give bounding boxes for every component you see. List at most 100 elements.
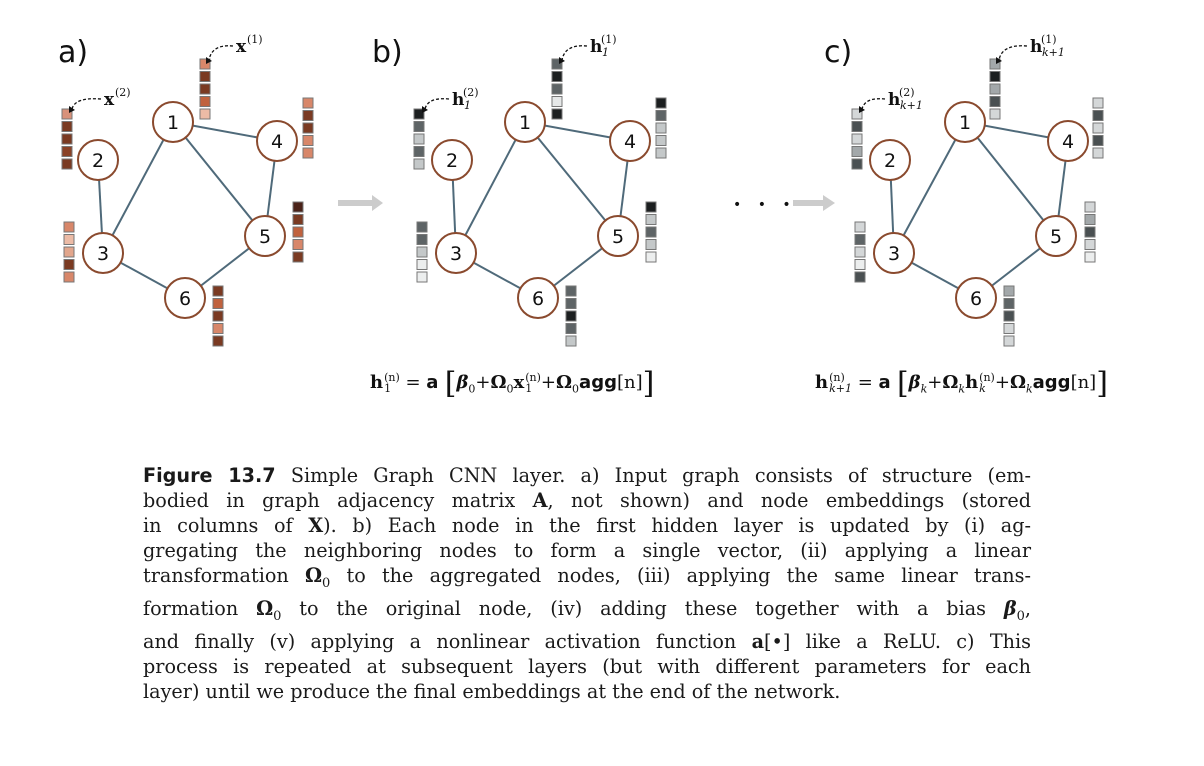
embedding-cell — [1084, 214, 1096, 225]
embedding-cell — [1003, 323, 1015, 334]
bias-subscript: k — [920, 382, 928, 396]
embedding-vector-node-5 — [1084, 201, 1096, 263]
vector-label-node-2: h(2)k+1 — [859, 86, 923, 113]
embedding-vector-node-3 — [854, 221, 866, 283]
embedding-vector-node-1 — [199, 58, 211, 120]
embedding-cell — [212, 285, 224, 297]
vector-name: x — [104, 90, 115, 110]
embedding-cell — [854, 271, 866, 283]
equation-layer-1: h(n)1 = a [β0+Ω0x(n)1+Ω0agg[n]] — [370, 366, 654, 401]
embedding-cell — [416, 259, 428, 270]
node-circle — [256, 120, 298, 162]
node-4: 4 — [1047, 120, 1089, 162]
embedding-cell — [645, 201, 657, 213]
vector-subscript: k+1 — [900, 99, 923, 112]
math-subscript: 0 — [1016, 608, 1025, 624]
embedding-vector-node-5 — [645, 201, 657, 263]
node-circle — [504, 101, 546, 143]
embedding-cell — [551, 58, 563, 70]
input-vector: x — [513, 372, 525, 393]
dashed-arrow-icon — [424, 98, 450, 110]
node-6: 6 — [517, 277, 559, 319]
embedding-cell — [851, 121, 863, 132]
caption-text: in columns of — [143, 514, 309, 537]
node-circle — [77, 139, 119, 181]
vector-name: h — [888, 90, 900, 110]
figure-number: Figure 13.7 — [143, 464, 276, 487]
aggregate-function: agg — [579, 372, 617, 393]
embedding-cell — [302, 122, 314, 134]
activation-function: a — [426, 372, 445, 393]
input-vector: h — [965, 372, 979, 393]
superscript: (n) — [384, 371, 400, 384]
edge-1-5 — [172, 121, 266, 237]
embedding-cell — [854, 234, 866, 245]
node-circle — [164, 277, 206, 319]
edge-1-3 — [102, 121, 174, 254]
left-bracket: [ — [896, 366, 909, 401]
weight-subscript: k — [958, 382, 966, 396]
embedding-cell — [565, 298, 577, 309]
caption-line: in columns of X). b) Each node in the fi… — [143, 513, 1031, 538]
node-3: 3 — [873, 232, 915, 274]
weight-matrix: Ω — [942, 372, 959, 393]
embedding-cell — [655, 110, 667, 121]
node-4: 4 — [609, 120, 651, 162]
edge-1-3 — [893, 121, 966, 254]
superscript: (n) — [979, 371, 995, 384]
embedding-cell — [292, 214, 304, 225]
embedding-cell — [413, 146, 425, 157]
vector-label-node-2: h(2)1 — [422, 86, 479, 113]
embedding-vector-node-3 — [63, 221, 75, 283]
plus-sign: + — [475, 372, 491, 393]
embedding-cell — [551, 71, 563, 82]
vector-subscript: 1 — [464, 99, 471, 112]
node-5: 5 — [597, 215, 639, 257]
node-5: 5 — [1035, 215, 1077, 257]
math-subscript: 0 — [273, 608, 282, 624]
embedding-cell — [63, 259, 75, 270]
equals-sign: = — [399, 372, 427, 393]
embedding-cell — [199, 108, 211, 120]
embedding-cell — [989, 58, 1001, 70]
caption-line: Figure 13.7 Simple Graph CNN layer. a) I… — [143, 463, 1031, 488]
embedding-vector-node-1 — [989, 58, 1001, 120]
arrow-to-c-icon — [793, 195, 835, 211]
aggregate-argument: [n] — [1070, 372, 1097, 393]
panel-label-c: c) — [824, 35, 852, 70]
embedding-cell — [413, 121, 425, 132]
embedding-cell — [989, 83, 1001, 95]
arrowhead-icon — [206, 57, 212, 64]
weight-subscript: k — [1025, 382, 1033, 396]
embedding-cell — [61, 146, 73, 157]
embedding-cell — [61, 158, 73, 170]
node-5: 5 — [244, 215, 286, 257]
embedding-cell — [1003, 298, 1015, 309]
embedding-cell — [1092, 122, 1104, 134]
embedding-cell — [854, 221, 866, 233]
vector-superscript: (1) — [601, 33, 617, 46]
embedding-cell — [199, 58, 211, 70]
node-2: 2 — [869, 139, 911, 181]
math-symbol: A — [532, 489, 548, 512]
vector-superscript: (2) — [899, 86, 915, 99]
node-circle — [435, 232, 477, 274]
node-number: 4 — [624, 131, 636, 153]
caption-text: , — [1024, 596, 1031, 620]
weight-matrix: Ω — [556, 372, 573, 393]
subscript: k — [979, 382, 986, 395]
caption-text: process is repeated at subsequent layers… — [143, 654, 1031, 678]
embedding-cell — [551, 83, 563, 95]
node-circle — [869, 139, 911, 181]
node-number: 5 — [612, 226, 624, 248]
embedding-cell — [199, 71, 211, 82]
embedding-cell — [1003, 285, 1015, 297]
embedding-cell — [854, 246, 866, 258]
embedding-cell — [655, 97, 667, 109]
superscript: (n) — [829, 371, 845, 384]
embedding-cell — [645, 226, 657, 238]
bias-term: β — [456, 372, 469, 393]
vector-superscript: (1) — [1041, 33, 1057, 46]
embedding-cell — [416, 246, 428, 258]
